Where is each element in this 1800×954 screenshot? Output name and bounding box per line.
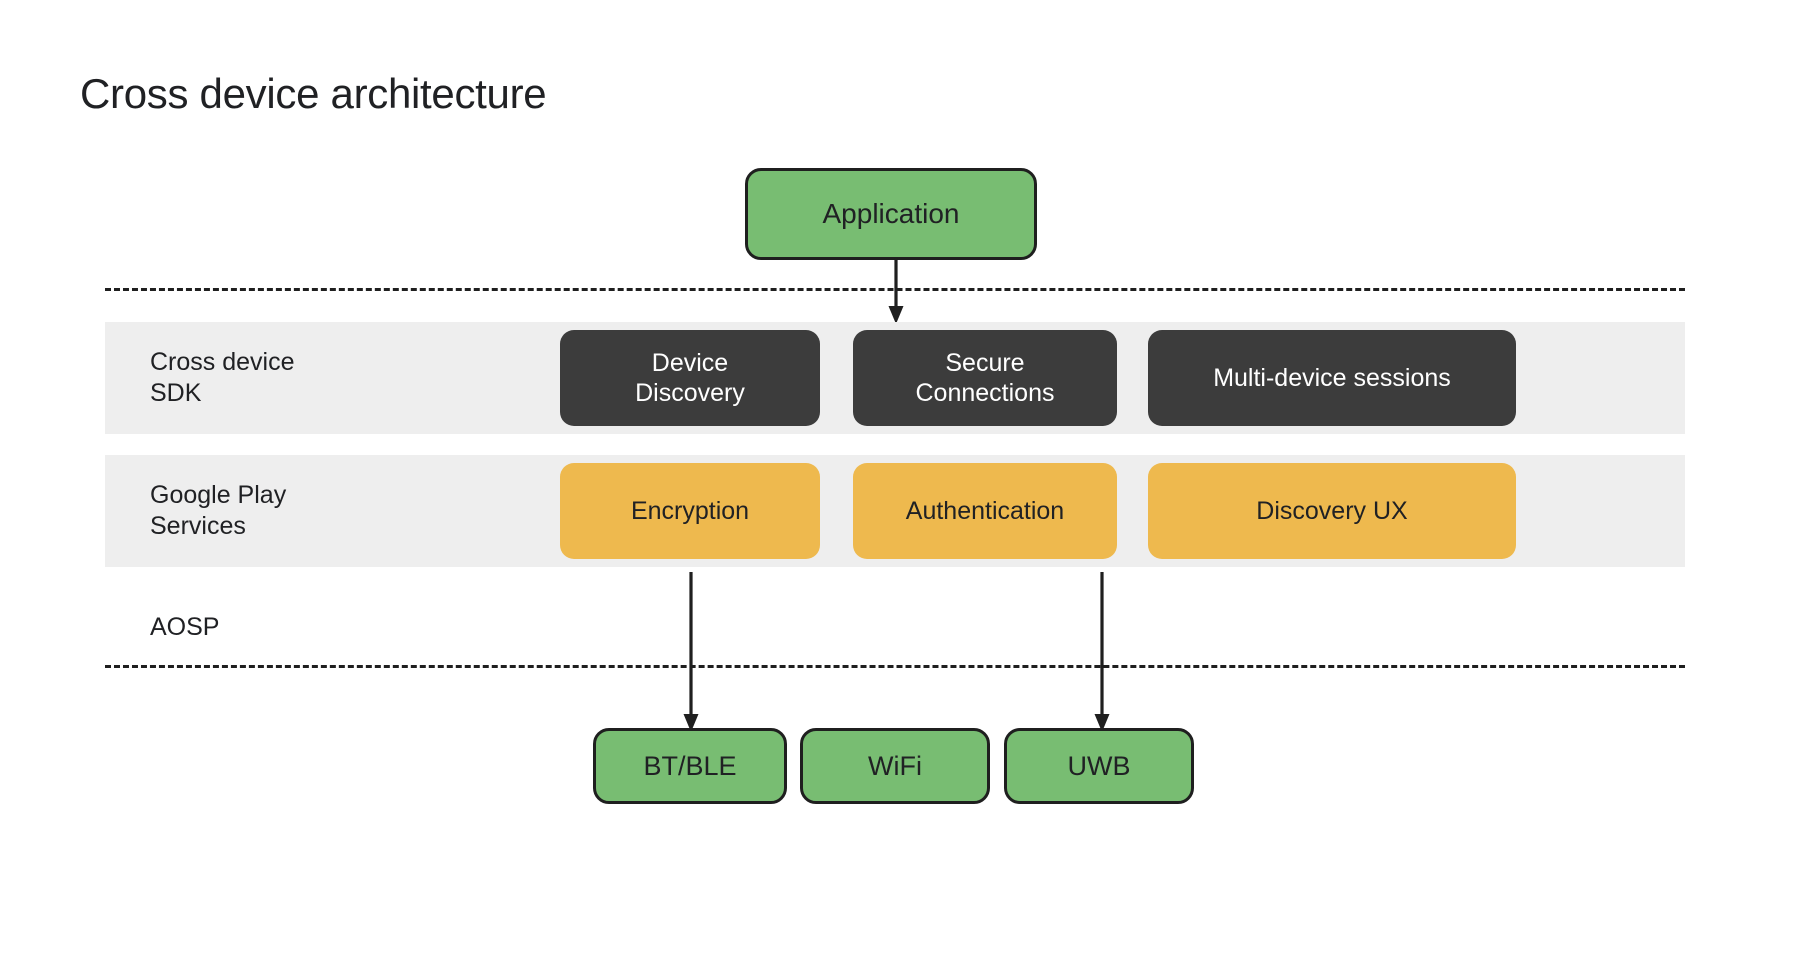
- arrow-discovery-ux-to-uwb: [1094, 572, 1110, 732]
- chip-discovery-ux[interactable]: Discovery UX: [1148, 463, 1516, 559]
- chip-device-discovery[interactable]: Device Discovery: [560, 330, 820, 426]
- chip-authentication[interactable]: Authentication: [853, 463, 1117, 559]
- page-title: Cross device architecture: [80, 70, 547, 117]
- layer-band-cross-device-sdk: Cross device SDK Device Discovery Secure…: [105, 322, 1685, 434]
- layer-label-aosp: AOSP: [150, 613, 220, 641]
- dashed-divider-top: [105, 288, 1685, 291]
- node-bt-ble[interactable]: BT/BLE: [593, 728, 787, 804]
- chip-multi-device-sessions[interactable]: Multi-device sessions: [1148, 330, 1516, 426]
- layer-label-cross-device-sdk: Cross device SDK: [150, 348, 295, 407]
- node-application[interactable]: Application: [745, 168, 1037, 260]
- layer-label-google-play-services: Google Play Services: [150, 481, 287, 540]
- chip-encryption[interactable]: Encryption: [560, 463, 820, 559]
- layer-band-google-play-services: Google Play Services Encryption Authenti…: [105, 455, 1685, 567]
- arrow-application-to-sdk: [888, 258, 904, 324]
- arrow-encryption-to-btble: [683, 572, 699, 732]
- node-wifi[interactable]: WiFi: [800, 728, 990, 804]
- node-uwb[interactable]: UWB: [1004, 728, 1194, 804]
- chip-secure-connections[interactable]: Secure Connections: [853, 330, 1117, 426]
- dashed-divider-bottom: [105, 665, 1685, 668]
